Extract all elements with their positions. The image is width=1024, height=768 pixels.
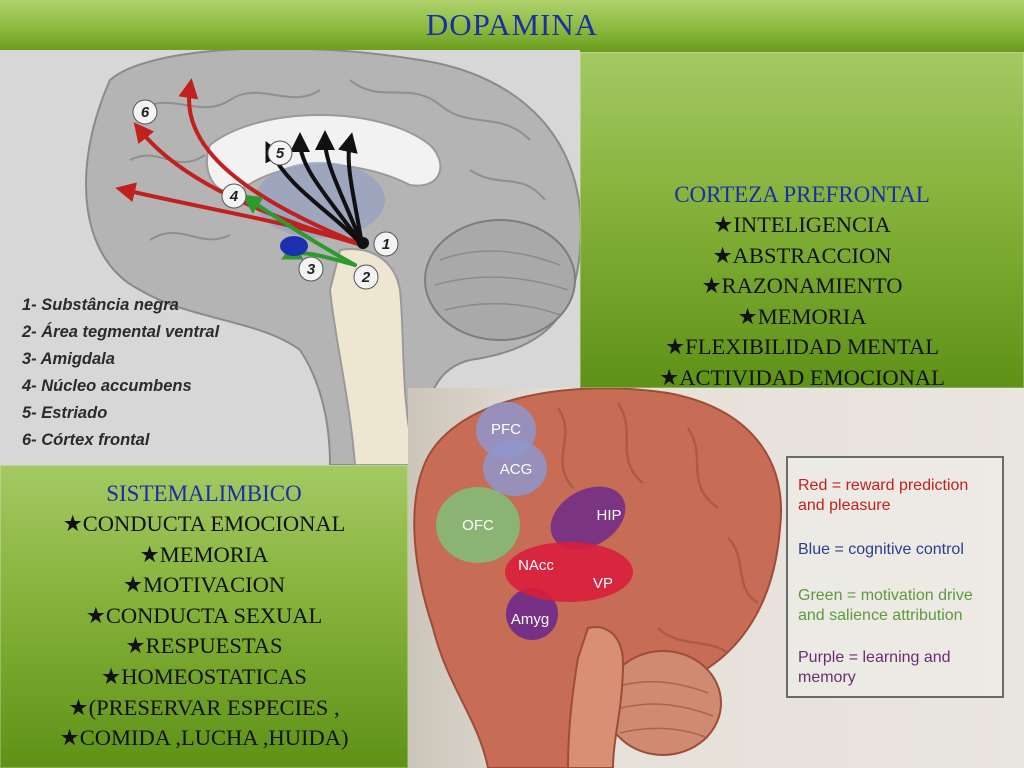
svg-text:4: 4	[229, 188, 239, 205]
prefrontal-item: ★ACTIVIDAD EMOCIONAL	[659, 364, 945, 390]
limbic-system-box: SISTEMALIMBICO ★CONDUCTA EMOCIONAL ★MEMO…	[0, 465, 408, 768]
marker-5: 5	[267, 140, 293, 166]
legend-item: 5- Estriado	[22, 404, 108, 422]
legend-blue: Blue = cognitive control	[798, 541, 964, 558]
prefrontal-item: ★INTELIGENCIA	[713, 212, 891, 237]
marker-4: 4	[221, 183, 247, 209]
legend-item: 6- Córtex frontal	[22, 431, 150, 449]
svg-text:2: 2	[361, 269, 371, 286]
legend-green: Green = motivation drive and salience at…	[798, 587, 973, 624]
limbic-item: ★COMIDA ,LUCHA ,HUIDA)	[59, 725, 349, 751]
pathway-green-1	[241, 194, 357, 267]
legend-item: 4- Núcleo accumbens	[22, 377, 192, 395]
brain-diagram-panel: 6 5 4 1 3 2 1- Substância negra 2- Área …	[0, 50, 580, 465]
svg-text:3: 3	[307, 261, 316, 278]
amygdala-shape	[280, 236, 308, 256]
prefrontal-item: ★MEMORIA	[737, 303, 867, 329]
legend-item: 2- Área tegmental ventral	[22, 323, 220, 341]
region-amyg	[506, 588, 558, 640]
substantia-nigra-dot	[357, 237, 369, 249]
limbic-item: ★CONDUCTA EMOCIONAL	[62, 511, 346, 536]
pathway-black-4	[338, 132, 364, 247]
marker-6: 6	[132, 99, 158, 125]
limbic-item: ★RESPUESTAS	[125, 633, 283, 659]
brain-photo-panel: PFC ACG OFC HIP NAcc VP Amyg Red = rewar…	[408, 388, 1024, 768]
region-nacc-vp	[505, 542, 633, 602]
region-label: PFC	[491, 421, 521, 438]
region-acg	[483, 440, 547, 496]
region-label: ACG	[500, 461, 533, 478]
svg-text:1: 1	[382, 236, 390, 253]
limbic-item: ★CONDUCTA SEXUAL	[85, 602, 323, 628]
region-hip	[550, 486, 626, 550]
limbic-heading: SISTEMALIMBICO	[106, 481, 302, 506]
color-legend: Red = reward prediction and pleasure Blu…	[786, 456, 1004, 698]
cerebellum-shape	[424, 219, 576, 341]
marker-3: 3	[298, 256, 324, 282]
prefrontal-item: ★FLEXIBILIDAD MENTAL	[665, 334, 939, 360]
region-label: NAcc	[518, 557, 554, 574]
pathway-red-3	[178, 78, 364, 247]
legend-purple: Purple = learning and memory	[798, 649, 951, 686]
brain-gyri	[129, 79, 546, 241]
title-bar: DOPAMINA	[0, 0, 1024, 50]
region-label: Amyg	[511, 611, 549, 628]
page-title: DOPAMINA	[425, 7, 599, 42]
legend-item: 3- Amigdala	[22, 350, 115, 368]
legend-item: 1- Substância negra	[22, 296, 179, 314]
brain-diagram: 6 5 4 1 3 2	[85, 50, 580, 465]
brain-legend: 1- Substância negra 2- Área tegmental ve…	[22, 292, 219, 454]
marker-2: 2	[353, 264, 379, 290]
marker-1: 1	[373, 231, 399, 257]
brainstem-shape	[328, 248, 417, 465]
region-label: HIP	[596, 507, 621, 524]
region-ofc	[436, 487, 520, 563]
svg-text:5: 5	[276, 145, 285, 162]
prefrontal-cortex-box: CORTEZA PREFRONTAL ★INTELIGENCIA ★ABSTRA…	[580, 52, 1024, 390]
region-label: VP	[593, 575, 613, 592]
pathway-black-2	[290, 132, 364, 247]
brain-regions-illustration: PFC ACG OFC HIP NAcc VP Amyg	[413, 388, 782, 768]
svg-text:6: 6	[141, 104, 150, 121]
pathway-black-3	[315, 130, 364, 247]
limbic-item: ★MOTIVACION	[122, 572, 286, 598]
prefrontal-item: ★ABSTRACCION	[712, 242, 892, 268]
prefrontal-heading: CORTEZA PREFRONTAL	[674, 182, 930, 207]
region-label: OFC	[462, 517, 494, 534]
limbic-item: ★(PRESERVAR ESPECIES ,	[68, 694, 340, 720]
limbic-item: ★HOMEOSTATICAS	[101, 663, 307, 689]
legend-red: Red = reward prediction and pleasure	[798, 477, 969, 514]
photo-brainstem	[566, 626, 625, 768]
limbic-item: ★MEMORIA	[139, 541, 269, 567]
prefrontal-item: ★RAZONAMIENTO	[701, 273, 903, 299]
